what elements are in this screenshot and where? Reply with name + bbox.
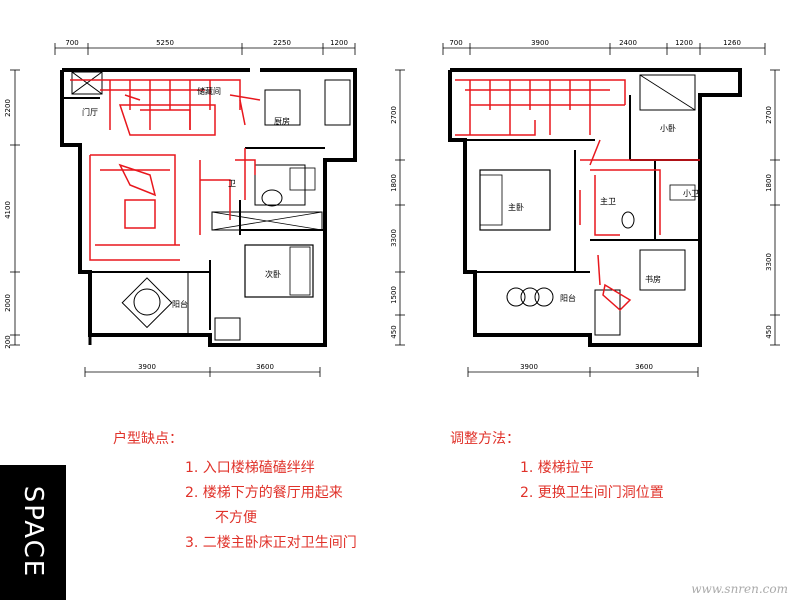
dim-label: 1500 [390,286,398,304]
dim-label: 1260 [723,39,741,47]
dim-label: 3900 [520,363,538,371]
dim-label: 2000 [4,294,12,312]
plan-right: 700 3900 2400 1200 1260 2700 1800 3300 4… [442,39,780,377]
dim-label: 700 [449,39,462,47]
dim-label: 4100 [4,201,12,219]
dim-label: 2250 [273,39,291,47]
room-label-balcony: 阳台 [172,299,188,309]
dim-label: 3600 [635,363,653,371]
brand-text: SPACE [18,485,48,579]
defects-heading: 户型缺点： [113,431,183,447]
plan-left: 700 5250 2250 1200 2200 4100 2000 200 27… [4,39,405,377]
dim-right-right [770,69,780,346]
dim-label: 3300 [765,253,773,271]
walls-right [448,68,742,347]
room-label-bedroom: 次卧 [265,269,281,279]
dim-label: 450 [765,325,773,338]
dim-label: 2200 [4,99,12,117]
room-label-master-bedroom: 主卧 [508,202,524,212]
adjustment-item: 2. 更换卫生间门洞位置 [520,485,664,501]
dim-label: 200 [4,335,12,348]
dim-top-left [54,43,356,55]
dim-bottom-left [84,367,321,377]
dim-label: 450 [390,325,398,338]
dim-label: 3300 [390,229,398,247]
markup-right [455,79,700,312]
dim-label: 3900 [531,39,549,47]
defect-item: 3. 二楼主卧床正对卫生间门 [185,535,357,551]
dim-label: 1800 [390,174,398,192]
room-label-master-bath: 主卫 [600,196,616,206]
dim-label: 2700 [390,106,398,124]
room-label-small-bedroom: 小卧 [660,124,676,133]
markup-left [70,79,261,261]
room-label-bath: 卫 [228,179,236,188]
adjustments-notes: 调整方法： 1. 楼梯拉平 2. 更换卫生间门洞位置 [450,427,664,506]
watermark: www.snren.com [691,582,788,596]
room-label-small-bath: 小卫 [683,189,699,198]
dim-label: 3900 [138,363,156,371]
dim-label: 2700 [765,106,773,124]
dim-label: 2400 [619,39,637,47]
defect-item: 2. 楼梯下方的餐厅用起来 [185,485,343,501]
defect-item: 1. 入口楼梯磕磕绊绊 [185,460,315,476]
defect-item-continued: 不方便 [215,510,257,526]
room-label-storage: 储藏间 [197,86,221,96]
dim-label: 3600 [256,363,274,371]
room-label-study: 书房 [645,274,661,284]
dim-label: 1800 [765,174,773,192]
room-label-foyer: 门厅 [82,107,98,117]
dim-bottom-right [467,367,699,377]
floor-plans: 700 5250 2250 1200 2200 4100 2000 200 27… [4,39,780,377]
dim-label: 1200 [675,39,693,47]
adjustments-heading: 调整方法： [450,431,520,447]
dim-label: 700 [65,39,78,47]
dim-right-left [395,69,405,346]
walls-left [60,68,357,347]
defects-notes: 户型缺点： 1. 入口楼梯磕磕绊绊 2. 楼梯下方的餐厅用起来 不方便 3. 二… [113,427,357,556]
dim-label: 1200 [330,39,348,47]
adjustment-item: 1. 楼梯拉平 [520,460,594,476]
brand-logo: SPACE [0,465,66,600]
room-label-balcony: 阳台 [560,293,576,303]
dim-top-right [442,43,766,55]
dim-label: 5250 [156,39,174,47]
dim-left-left [10,69,20,346]
room-label-kitchen: 厨房 [274,116,290,126]
